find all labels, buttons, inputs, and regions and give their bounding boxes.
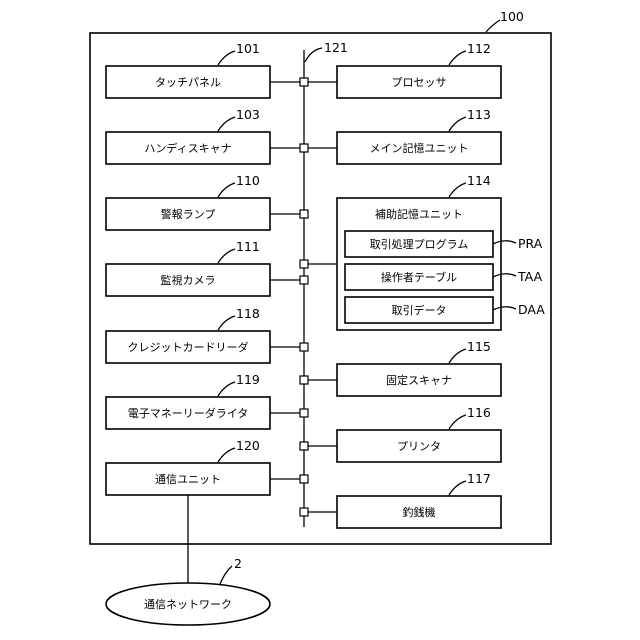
aux-item-program-label: 取引処理プログラム (370, 237, 469, 251)
printer-ref: 116 (467, 405, 491, 420)
aux-item-program-tag: PRA (518, 236, 543, 251)
printer-label: プリンタ (397, 440, 441, 453)
bus-ref: 121 (324, 40, 348, 55)
emoney-reader-writer-ref: 119 (236, 372, 260, 387)
fixed-scanner-label: 固定スキャナ (386, 373, 452, 387)
aux-item-operator-table-tag: TAA (517, 269, 543, 284)
credit-card-reader-ref: 118 (236, 306, 260, 321)
aux-item-transaction-data-label: 取引データ (392, 303, 447, 317)
alarm-lamp-label: 警報ランプ (161, 207, 216, 221)
aux-item-operator-table-label: 操作者テーブル (381, 270, 457, 284)
surveillance-camera-label: 監視カメラ (161, 273, 216, 287)
fixed-scanner-ref: 115 (467, 339, 491, 354)
main-storage-ref: 113 (467, 107, 491, 122)
communication-unit-ref: 120 (236, 438, 260, 453)
handy-scanner-ref: 103 (236, 107, 260, 122)
network-ref: 2 (234, 556, 242, 571)
handy-scanner-label: ハンディスキャナ (144, 141, 231, 155)
aux-storage-ref: 114 (467, 173, 491, 188)
aux-storage-label: 補助記憶ユニット (375, 207, 463, 221)
network-label: 通信ネットワーク (144, 598, 232, 611)
surveillance-camera-ref: 111 (236, 239, 260, 254)
network-leader (220, 566, 232, 584)
system-ref: 100 (500, 9, 524, 24)
processor-ref: 112 (467, 41, 491, 56)
emoney-reader-writer-label: 電子マネーリーダライタ (128, 406, 249, 420)
credit-card-reader-label: クレジットカードリーダ (128, 340, 249, 354)
aux-item-transaction-data-tag: DAA (518, 302, 545, 317)
main-storage-label: メイン記憶ユニット (370, 141, 469, 155)
touch-panel-label: タッチパネル (155, 76, 221, 89)
communication-unit-label: 通信ユニット (155, 473, 221, 486)
alarm-lamp-ref: 110 (236, 173, 260, 188)
touch-panel-ref: 101 (236, 41, 260, 56)
change-machine-label: 釣銭機 (403, 505, 436, 519)
change-machine-ref: 117 (467, 471, 491, 486)
processor-label: プロセッサ (392, 76, 447, 89)
system-leader (486, 20, 500, 32)
